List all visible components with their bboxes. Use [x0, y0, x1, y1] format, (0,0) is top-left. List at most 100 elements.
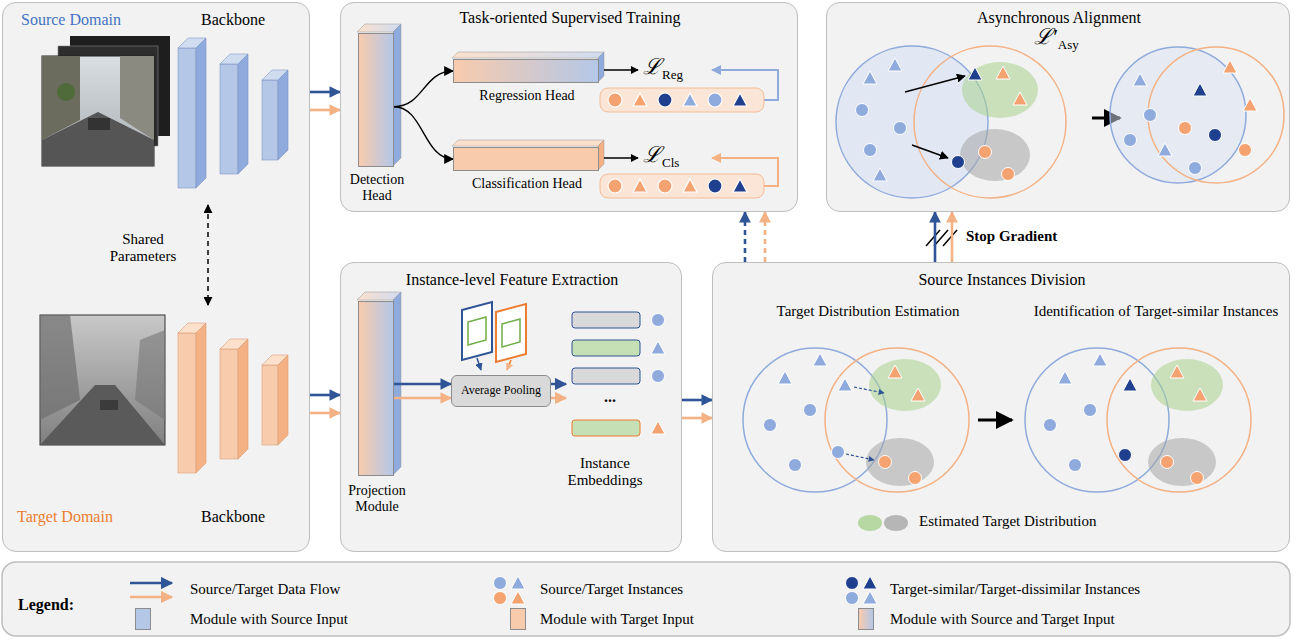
instance-row — [658, 93, 672, 107]
alignment-figure — [864, 144, 877, 157]
panel-ground — [826, 2, 1290, 212]
panel-title: Asynchronous Alignment — [827, 9, 1291, 27]
source-image — [42, 56, 154, 166]
instance-row — [600, 174, 764, 198]
alignment-figure — [905, 76, 965, 92]
alignment-figure — [894, 122, 907, 135]
instance-row — [733, 93, 747, 106]
alignment-figure — [836, 46, 988, 198]
panel-title: Source Instances Division — [713, 271, 1291, 289]
alignment-figure — [856, 58, 1028, 181]
division-figure — [825, 348, 969, 492]
shared-arrow — [207, 205, 209, 305]
legend-icons — [130, 596, 172, 599]
head-branch-arrow — [394, 107, 453, 159]
head-faces — [393, 24, 401, 166]
backbone-blocks — [220, 64, 238, 174]
node-text: Detection Head — [345, 172, 409, 204]
division-figure — [1170, 365, 1184, 378]
stop-gradient-mark — [926, 230, 940, 246]
roi-boxes — [496, 304, 526, 362]
connector-line — [394, 383, 451, 386]
alignment-figure — [1002, 168, 1015, 181]
embedding-bars — [652, 314, 665, 327]
roi-boxes — [468, 317, 486, 345]
backbone-blocks — [178, 38, 288, 188]
alignment-figure — [1189, 162, 1202, 175]
embedding-bars — [572, 312, 665, 436]
division-figure — [1044, 353, 1208, 485]
loss-symbol: ℒ′ — [1034, 24, 1057, 49]
division-figure — [1025, 348, 1169, 492]
backbone-blocks — [196, 323, 206, 473]
pooling-box: Average Pooling — [451, 375, 551, 407]
module-block: Projection Module — [358, 301, 394, 476]
division-figure — [1107, 348, 1251, 492]
target-image — [40, 315, 80, 420]
backbone-blocks — [278, 355, 288, 445]
division-figure — [911, 388, 925, 401]
instance-row — [658, 179, 672, 193]
legend-icons — [846, 577, 859, 590]
instance-row — [633, 93, 647, 106]
division-figure — [1161, 456, 1174, 469]
loss-symbol: ℒ — [643, 142, 661, 167]
division-figure — [804, 404, 817, 417]
backbone-blocks — [220, 349, 238, 459]
division-figure — [1119, 449, 1132, 462]
head-faces — [357, 24, 604, 170]
division-figure — [1069, 459, 1082, 472]
target-image — [135, 330, 165, 420]
target-image — [40, 385, 165, 445]
data-flow-arrow — [310, 92, 340, 110]
legend-text: Module with Source Input — [190, 611, 348, 628]
panel-box: Instance-level Feature ExtractionProject… — [340, 262, 682, 552]
legend-icons — [130, 582, 172, 585]
division-figure — [1084, 404, 1097, 417]
panel-title: Instance-level Feature Extraction — [341, 271, 683, 289]
node-text: Target Distribution Estimation — [753, 303, 983, 320]
source-image — [42, 36, 170, 166]
alignment-figure — [1148, 47, 1284, 183]
backbone-blocks — [178, 333, 196, 473]
node-text: Identification of Target-similar Instanc… — [1025, 303, 1287, 320]
alignment-figure — [962, 62, 1038, 118]
instance-row — [633, 179, 647, 192]
division-figure — [764, 419, 777, 432]
target-image — [100, 400, 118, 410]
alignment-figure — [1133, 73, 1147, 86]
alignment-figure — [1124, 134, 1137, 147]
legend-icons — [511, 576, 525, 589]
division-figure — [869, 359, 941, 411]
division-figure — [813, 353, 827, 366]
module-block: Detection Head — [358, 33, 394, 167]
backbone-blocks — [278, 70, 288, 160]
division-figure — [909, 472, 922, 485]
loss-subscript: Reg — [662, 68, 683, 83]
loss-symbol: ℒ — [643, 54, 661, 79]
module-block: Classification Head — [453, 147, 599, 171]
source-image — [57, 83, 75, 101]
alignment-figure — [1013, 92, 1027, 105]
node-text: Classification Head — [454, 176, 600, 192]
instance-row — [608, 93, 622, 107]
backbone-blocks — [178, 48, 196, 188]
alignment-figure — [979, 146, 992, 159]
legend-swatch — [510, 608, 526, 630]
target-image — [40, 315, 165, 445]
instance-row — [683, 93, 697, 106]
alignment-figure — [1158, 143, 1172, 156]
roi-boxes — [550, 397, 566, 400]
backbone-blocks — [262, 80, 278, 160]
alignment-figure — [996, 66, 1010, 79]
node-text: Estimated Target Distribution — [919, 513, 1097, 530]
alignment-figure — [1193, 83, 1207, 96]
alignment-figure — [1179, 122, 1192, 135]
instance-row — [600, 88, 764, 112]
target-image — [40, 315, 165, 445]
alignment-figure — [1243, 98, 1257, 111]
loss-arrows — [604, 157, 638, 158]
legend-icons — [863, 576, 877, 589]
